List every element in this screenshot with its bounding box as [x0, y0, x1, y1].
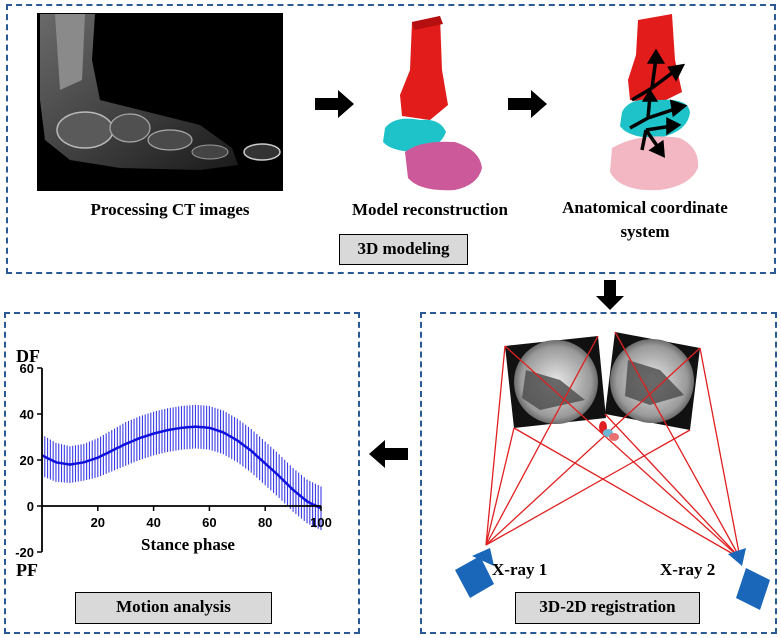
left-arrow-icon — [369, 440, 408, 468]
xray-image-1 — [505, 336, 606, 428]
x-tick-label: 60 — [202, 515, 216, 530]
ct-image — [37, 13, 283, 191]
section-label-3d-modeling: 3D modeling — [339, 234, 468, 265]
df-label: DF — [16, 346, 40, 366]
projection-lines — [485, 331, 741, 559]
y-tick-label: 40 — [20, 407, 34, 422]
modeling-panel — [6, 4, 776, 274]
motion-chart: -20 0 20 40 60 20 40 60 80 100 DF PF Stance phase — [15, 346, 332, 580]
step-label-model-reconstruction: Model reconstruction — [352, 200, 508, 219]
xray-source-2-icon — [728, 548, 770, 610]
pf-label: PF — [16, 560, 38, 580]
right-arrow-icon — [508, 90, 547, 118]
motion-analysis-panel — [4, 312, 360, 634]
x-axis-label: Stance phase — [141, 535, 235, 554]
bone-model-small — [599, 421, 619, 441]
step-label-coordinate-line1: Anatomical coordinate — [562, 198, 728, 217]
step-label-coordinate-line2: system — [620, 222, 670, 241]
x-tick-label: 100 — [310, 515, 332, 530]
xray-source-1-icon — [455, 548, 494, 598]
x-tick-label: 40 — [146, 515, 160, 530]
section-label-registration: 3D-2D registration — [515, 592, 700, 624]
xray-1-label: X-ray 1 — [492, 560, 548, 579]
y-tick-label: 20 — [20, 453, 34, 468]
y-tick-label: 0 — [27, 499, 34, 514]
right-arrow-icon — [315, 90, 354, 118]
registration-panel — [420, 312, 777, 634]
xray-2-label: X-ray 2 — [660, 560, 716, 579]
bone-model-3d — [383, 16, 482, 191]
y-tick-label: -20 — [15, 545, 34, 560]
xray-image-2 — [605, 332, 700, 430]
x-tick-label: 20 — [91, 515, 105, 530]
y-tick-label: 60 — [20, 361, 34, 376]
coordinate-system-model — [610, 14, 699, 191]
section-label-motion-analysis: Motion analysis — [75, 592, 272, 624]
x-tick-label: 80 — [258, 515, 272, 530]
down-arrow-icon — [596, 280, 624, 310]
step-label-processing-ct: Processing CT images — [90, 200, 250, 219]
mean-line — [41, 425, 322, 510]
